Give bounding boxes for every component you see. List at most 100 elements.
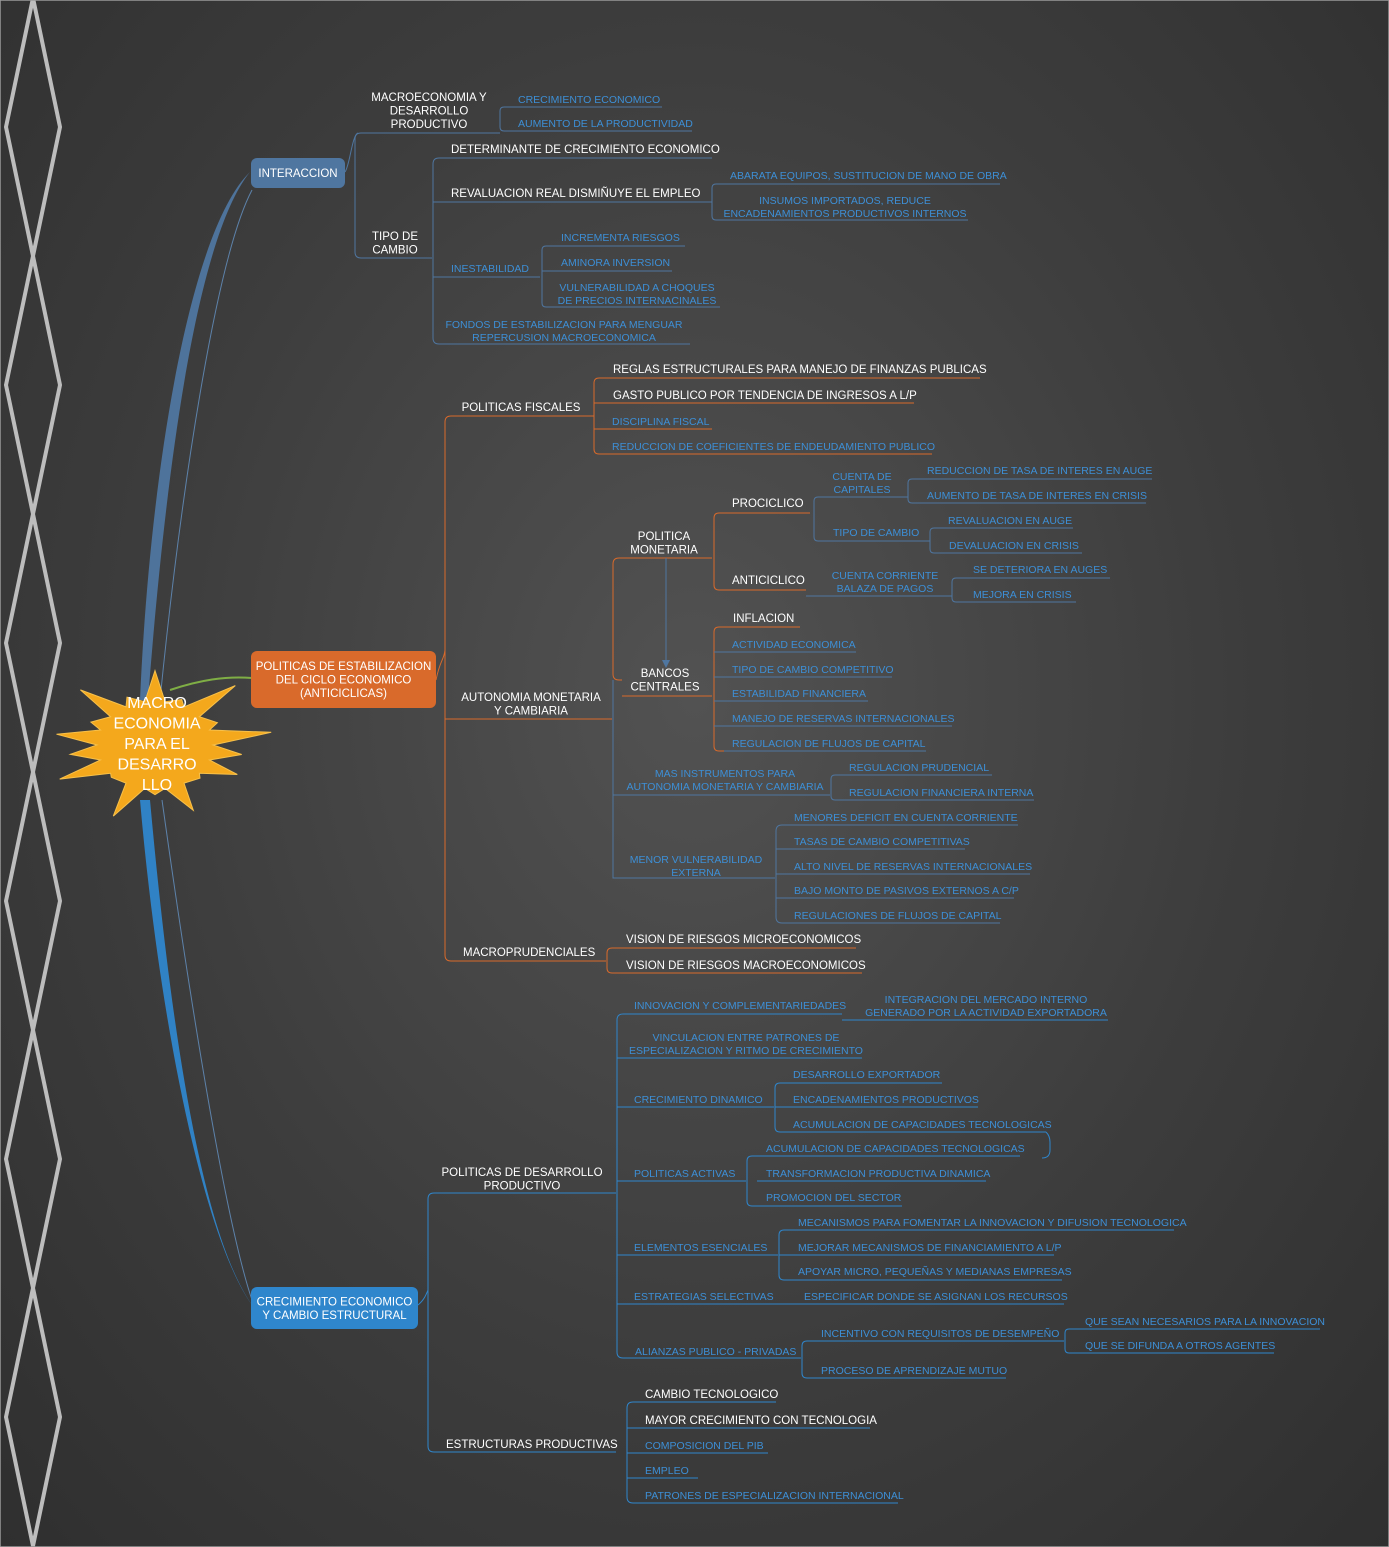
connector (161, 799, 253, 1301)
connector (616, 1013, 627, 1359)
topic-p18[interactable]: MEJORA EN CRISIS (973, 589, 1072, 601)
topic-p12[interactable]: TIPO DE CAMBIO (833, 527, 919, 539)
topic-c10[interactable]: ACUMULACION DE CAPACIDADES TECNOLOGICAS (766, 1143, 1025, 1155)
connector (801, 1340, 812, 1379)
topic-p27[interactable]: REGULACION PRUDENCIAL (849, 762, 989, 774)
topic-p14[interactable]: DEVALUACION EN CRISIS (949, 540, 1079, 552)
topic-p8[interactable]: PROCICLICO (732, 498, 804, 510)
topic-c24[interactable]: ESTRUCTURAS PRODUCTIVAS (446, 1439, 618, 1451)
topic-n13[interactable]: FONDOS DE ESTABILIZACION PARA MENGUARREP… (445, 319, 682, 344)
topic-p11[interactable]: AUMENTO DE TASA DE INTERES EN CRISIS (927, 490, 1147, 502)
topic-c26[interactable]: MAYOR CRECIMIENTO CON TECNOLOGIA (645, 1415, 877, 1427)
topic-c29[interactable]: PATRONES DE ESPECIALIZACION INTERNACIONA… (645, 1490, 904, 1502)
topic-c12[interactable]: PROMOCION DEL SECTOR (766, 1192, 902, 1204)
topic-label: BAJO MONTO DE PASIVOS EXTERNOS A C/P (794, 885, 1019, 897)
topic-c4[interactable]: VINCULACION ENTRE PATRONES DEESPECIALIZA… (629, 1032, 863, 1057)
topic-c18[interactable]: ESPECIFICAR DONDE SE ASIGNAN LOS RECURSO… (804, 1291, 1068, 1303)
topic-n5[interactable]: DETERMINANTE DE CRECIMIENTO ECONOMICO (451, 144, 720, 156)
topic-p30[interactable]: MENORES DEFICIT EN CUENTA CORRIENTE (794, 812, 1018, 824)
topic-p33[interactable]: BAJO MONTO DE PASIVOS EXTERNOS A C/P (794, 885, 1019, 897)
topic-c5[interactable]: CRECIMIENTO DINAMICO (634, 1094, 763, 1106)
topic-p17[interactable]: SE DETERIORA EN AUGES (973, 564, 1107, 576)
topic-p5[interactable]: REDUCCION DE COEFICIENTES DE ENDEUDAMIEN… (612, 441, 935, 453)
topic-c11[interactable]: TRANSFORMACION PRODUCTIVA DINAMICA (766, 1168, 990, 1180)
topic-p36[interactable]: VISION DE RIESGOS MICROECONOMICOS (626, 934, 861, 946)
connector (907, 478, 918, 504)
topic-p21[interactable]: ACTIVIDAD ECONOMICA (732, 639, 856, 651)
branch-box[interactable] (251, 158, 345, 188)
topic-label: Y CAMBIARIA (494, 706, 568, 718)
topic-c25[interactable]: CAMBIO TECNOLOGICO (645, 1389, 778, 1401)
topic-c27[interactable]: COMPOSICION DEL PIB (645, 1440, 764, 1452)
topic-n2[interactable]: CRECIMIENTO ECONOMICO (518, 94, 660, 106)
topic-n3[interactable]: AUMENTO DE LA PRODUCTIVIDAD (518, 118, 693, 130)
starburst-shape[interactable] (56, 668, 272, 817)
branch-box[interactable] (251, 651, 436, 708)
topic-label: VINCULACION ENTRE PATRONES DE (653, 1032, 840, 1044)
topic-n10[interactable]: INCREMENTA RIESGOS (561, 232, 680, 244)
branch-box[interactable] (251, 1287, 418, 1329)
topic-p13[interactable]: REVALUACION EN AUGE (948, 515, 1072, 527)
topic-p25[interactable]: REGULACION DE FLUJOS DE CAPITAL (732, 738, 926, 750)
topic-p22[interactable]: TIPO DE CAMBIO COMPETITIVO (732, 664, 894, 676)
topic-c23[interactable]: PROCESO DE APRENDIZAJE MUTUO (821, 1365, 1007, 1377)
topic-c22[interactable]: QUE SE DIFUNDA A OTROS AGENTES (1085, 1340, 1275, 1352)
topic-c3[interactable]: INTEGRACION DEL MERCADO INTERNOGENERADO … (865, 994, 1107, 1019)
topic-n11[interactable]: AMINORA INVERSION (561, 257, 670, 269)
topic-p2[interactable]: REGLAS ESTRUCTURALES PARA MANEJO DE FINA… (613, 364, 987, 376)
topic-n7[interactable]: ABARATA EQUIPOS, SUSTITUCION DE MANO DE … (730, 170, 1007, 182)
topic-p3[interactable]: GASTO PUBLICO POR TENDENCIA DE INGRESOS … (613, 390, 917, 402)
branch-label: INTERACCION (258, 168, 337, 180)
branch-interaccion[interactable]: INTERACCION (251, 158, 345, 188)
topic-p32[interactable]: ALTO NIVEL DE RESERVAS INTERNACIONALES (794, 861, 1032, 873)
topic-c6[interactable]: DESARROLLO EXPORTADOR (793, 1069, 941, 1081)
topic-p23[interactable]: ESTABILIDAD FINANCIERA (732, 688, 866, 700)
topic-c28[interactable]: EMPLEO (645, 1465, 689, 1477)
topic-c2[interactable]: INNOVACION Y COMPLEMENTARIEDADES (634, 1000, 846, 1012)
connector (417, 1289, 429, 1306)
topic-n6[interactable]: REVALUACION REAL DISMIÑUYE EL EMPLEO (451, 187, 701, 200)
topic-label: REDUCCION DE TASA DE INTERES EN AUGE (927, 465, 1152, 477)
topic-c19[interactable]: ALIANZAS PUBLICO - PRIVADAS (635, 1346, 796, 1358)
topic-p10[interactable]: REDUCCION DE TASA DE INTERES EN AUGE (927, 465, 1152, 477)
topic-c20[interactable]: INCENTIVO CON REQUISITOS DE DESEMPEÑO (821, 1327, 1059, 1340)
topic-p35[interactable]: MACROPRUDENCIALES (463, 947, 596, 959)
topic-c14[interactable]: MECANISMOS PARA FOMENTAR LA INNOVACION Y… (798, 1217, 1187, 1229)
topic-label: AUTONOMIA MONETARIA Y CAMBIARIA (626, 781, 823, 793)
topic-p20[interactable]: INFLACION (733, 613, 794, 625)
topic-n8[interactable]: INSUMOS IMPORTADOS, REDUCEENCADENAMIENTO… (723, 195, 966, 220)
topic-p24[interactable]: MANEJO DE RESERVAS INTERNACIONALES (732, 713, 955, 725)
topic-c21[interactable]: QUE SEAN NECESARIOS PARA LA INNOVACION (1085, 1316, 1325, 1328)
topic-p37[interactable]: VISION DE RIESGOS MACROECONOMICOS (626, 960, 866, 972)
topic-c17[interactable]: ESTRATEGIAS SELECTIVAS (634, 1291, 774, 1303)
topic-p28[interactable]: REGULACION FINANCIERA INTERNA (849, 787, 1033, 799)
topic-c13[interactable]: ELEMENTOS ESENCIALES (634, 1242, 767, 1254)
topic-c16[interactable]: APOYAR MICRO, PEQUEÑAS Y MEDIANAS EMPRES… (798, 1265, 1072, 1278)
topic-c9[interactable]: POLITICAS ACTIVAS (634, 1168, 735, 1180)
topic-p1[interactable]: POLITICAS FISCALES (462, 402, 581, 414)
topic-label: COMPOSICION DEL PIB (645, 1440, 764, 1452)
topic-p34[interactable]: REGULACIONES DE FLUJOS DE CAPITAL (794, 910, 1002, 922)
connector (344, 132, 359, 173)
topic-p15[interactable]: ANTICICLICO (732, 575, 805, 587)
topic-p4[interactable]: DISCIPLINA FISCAL (612, 416, 710, 428)
topic-c7[interactable]: ENCADENAMIENTOS PRODUCTIVOS (793, 1094, 979, 1106)
topic-p31[interactable]: TASAS DE CAMBIO COMPETITIVAS (794, 836, 970, 848)
topic-n9[interactable]: INESTABILIDAD (451, 263, 529, 275)
topic-c15[interactable]: MEJORAR MECANISMOS DE FINANCIAMIENTO A L… (798, 1242, 1062, 1254)
topic-c8[interactable]: ACUMULACION DE CAPACIDADES TECNOLOGICAS (793, 1119, 1052, 1131)
